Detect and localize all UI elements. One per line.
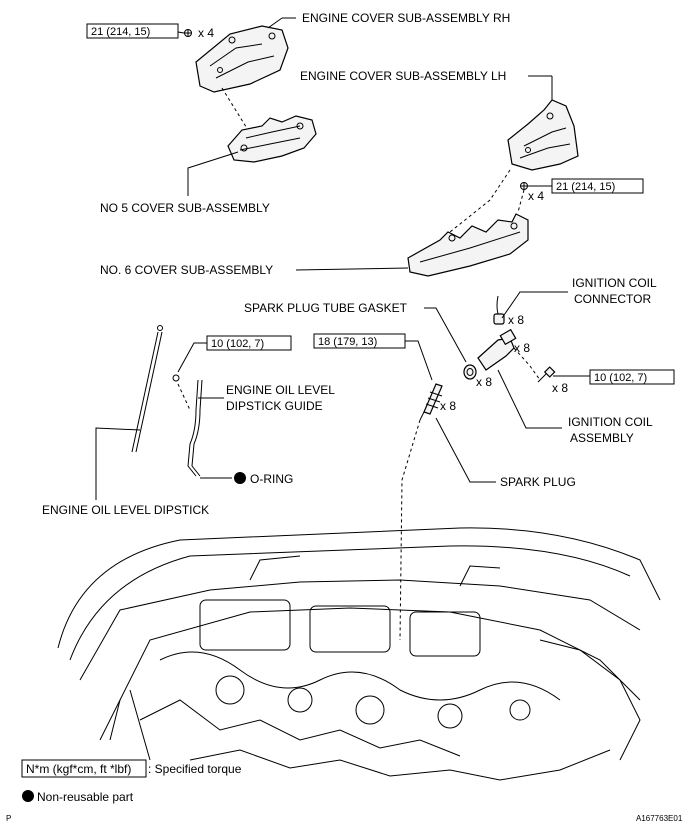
label-spark-plug: SPARK PLUG (500, 475, 576, 489)
label-coil-connector-2: CONNECTOR (574, 292, 651, 306)
label-tube-gasket: SPARK PLUG TUBE GASKET (244, 301, 408, 315)
coil-bolt-torque: 10 (102, 7) (594, 372, 647, 384)
label-coil-assembly-2: ASSEMBLY (570, 431, 634, 445)
label-engine-cover-lh: ENGINE COVER SUB-ASSEMBLY LH (300, 69, 506, 83)
o-ring-nonreusable-icon (234, 472, 246, 484)
label-no5-cover: NO 5 COVER SUB-ASSEMBLY (100, 201, 270, 215)
label-engine-cover-rh: ENGINE COVER SUB-ASSEMBLY RH (302, 11, 510, 25)
coil-bolt-part (537, 366, 556, 383)
engine-cover-lh-part (507, 99, 579, 171)
legend-nonreusable-text: Non-reusable part (37, 790, 134, 804)
guide-bolt-part (172, 374, 180, 382)
engine-bay-illustration (57, 527, 661, 781)
spark-plug-torque: 18 (179, 13) (318, 336, 377, 348)
rh-nut-torque-box (86, 23, 179, 39)
lh-nut-torque-box (551, 178, 644, 194)
legend-nonreusable-icon (22, 790, 34, 802)
spark-plug-part (419, 383, 443, 421)
ignition-coil-assembly-part (477, 328, 517, 371)
lh-nut-qty: x 4 (528, 189, 544, 203)
guide-bolt-torque: 10 (102, 7) (211, 338, 264, 350)
no6-cover-part (407, 213, 529, 277)
legend-torque-text: : Specified torque (148, 762, 242, 776)
page-code: P (6, 814, 11, 823)
label-no6-cover: NO. 6 COVER SUB-ASSEMBLY (100, 263, 273, 277)
label-o-ring: O-RING (250, 472, 293, 486)
label-dipstick-guide-1: ENGINE OIL LEVEL (226, 383, 335, 397)
ignition-coil-connector-part (493, 295, 505, 325)
label-coil-assembly-1: IGNITION COIL (568, 415, 653, 429)
coil-connector-qty: x 8 (508, 313, 524, 327)
no5-cover-part (227, 115, 317, 163)
coil-bolt-torque-box (589, 369, 675, 385)
coil-bolt-qty: x 8 (552, 381, 568, 395)
legend-torque-units: N*m (kgf*cm, ft *lbf) (26, 762, 131, 776)
dipstick-guide-part (187, 379, 203, 477)
label-coil-connector-1: IGNITION COIL (572, 276, 657, 290)
rh-nut-part (184, 29, 192, 37)
engine-cover-rh-part (195, 25, 289, 93)
lh-nut-torque: 21 (214, 15) (556, 181, 615, 193)
label-dipstick-guide-2: DIPSTICK GUIDE (226, 399, 323, 413)
tube-gasket-part (463, 364, 477, 380)
coil-assembly-qty: x 8 (514, 341, 530, 355)
lh-nut-part (520, 182, 528, 190)
rh-nut-qty: x 4 (198, 26, 214, 40)
figure-id: A167763E01 (636, 814, 683, 823)
dipstick-part (131, 325, 163, 453)
tube-gasket-qty: x 8 (476, 375, 492, 389)
rh-nut-torque: 21 (214, 15) (91, 26, 150, 38)
legend-torque-box (21, 759, 147, 778)
label-dipstick: ENGINE OIL LEVEL DIPSTICK (42, 503, 209, 517)
spark-plug-qty: x 8 (440, 399, 456, 413)
